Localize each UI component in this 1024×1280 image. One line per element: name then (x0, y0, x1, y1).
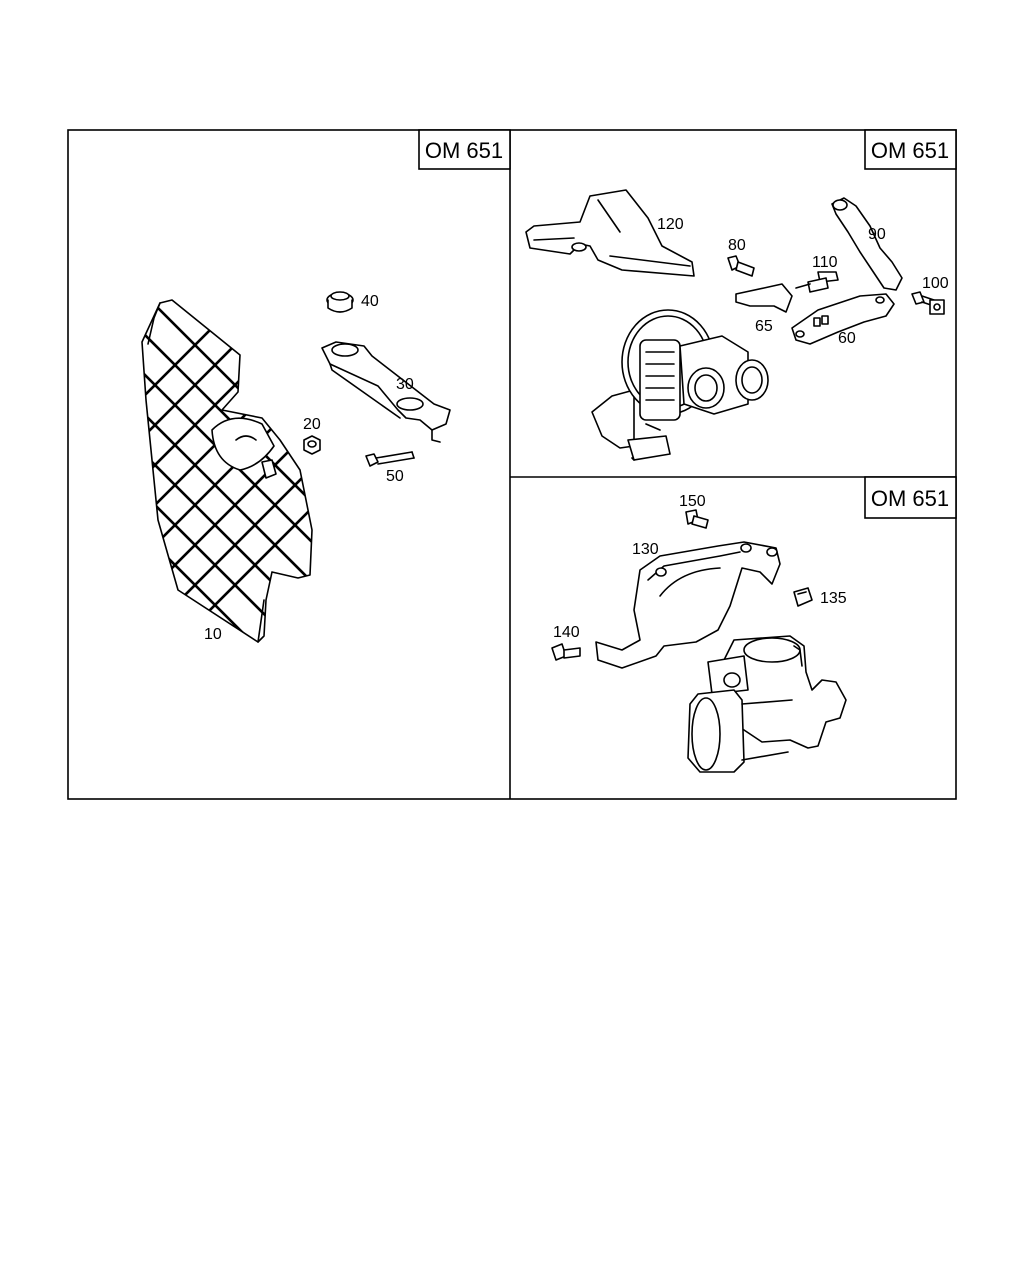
callout-60: 60 (838, 330, 856, 347)
bolt-part-50 (365, 451, 415, 467)
panel-tag-text: OM 651 (871, 486, 949, 511)
bolt-part-140 (685, 509, 709, 529)
panel-tag-text: OM 651 (871, 138, 949, 163)
bolt-part-80 (727, 255, 755, 277)
callout-40: 40 (361, 293, 379, 310)
clip-part-135 (793, 587, 813, 607)
callout-65: 65 (755, 318, 773, 335)
bolt-part-100 (911, 291, 945, 315)
panel-tag-bottom-right: OM 651 (864, 476, 957, 519)
nut-part-20 (303, 435, 321, 455)
bolt-part-150 (551, 643, 581, 661)
turbocharger (591, 309, 769, 461)
callout-130: 130 (632, 541, 659, 558)
starter-motor (687, 635, 847, 773)
callout-150: 140 (553, 624, 580, 641)
callout-30: 30 (396, 376, 414, 393)
callout-140: 150 (679, 493, 706, 510)
callout-90: 90 (868, 226, 886, 243)
grommet-part-40 (326, 291, 354, 313)
bottom-right-callouts: 150 130 135 140 (553, 493, 847, 641)
panel-tag-left: OM 651 (418, 129, 511, 170)
bracket-part-65 (735, 283, 793, 313)
strut-part-90 (831, 197, 903, 291)
bolt-part-110 (795, 271, 839, 293)
callout-120: 120 (657, 216, 684, 233)
callout-10: 10 (204, 626, 222, 643)
callout-100: 100 (922, 275, 949, 292)
heat-shield-part-120 (525, 189, 695, 277)
bracket-part-60 (791, 293, 895, 345)
panel-tag-top-right: OM 651 (864, 129, 957, 170)
top-right-callouts: 120 80 110 90 100 65 60 (657, 216, 949, 347)
callout-20: 20 (303, 416, 321, 433)
callout-50: 50 (386, 468, 404, 485)
panel-tag-text: OM 651 (425, 138, 503, 163)
callout-80: 80 (728, 237, 746, 254)
bracket-part-30 (321, 341, 451, 443)
heat-shield-part-130 (595, 541, 781, 669)
left-callouts: 40 30 20 50 10 (204, 293, 414, 643)
callout-135: 135 (820, 590, 847, 607)
heat-shield-part-10 (141, 299, 313, 643)
callout-110: 110 (812, 254, 838, 271)
